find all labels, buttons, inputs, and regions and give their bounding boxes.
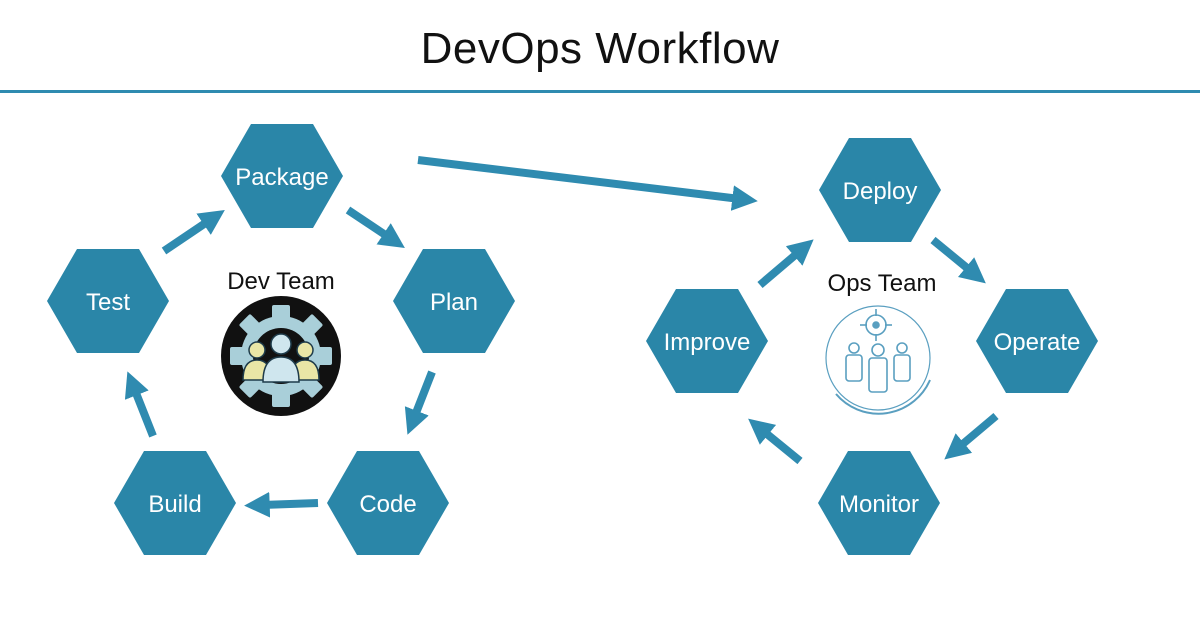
- arrow-monitor-to-improve: [748, 418, 803, 465]
- arrow-dev-to-ops: [417, 156, 758, 211]
- hex-monitor-label: Monitor: [839, 491, 919, 518]
- title-divider: [0, 90, 1200, 93]
- ops-team-label: Ops Team: [828, 270, 937, 297]
- dev-team-gear-people-icon: [221, 296, 341, 416]
- hex-code: Code: [327, 451, 449, 555]
- hex-code-label: Code: [359, 491, 416, 518]
- hex-build-label: Build: [148, 491, 201, 518]
- hex-build: Build: [114, 451, 236, 555]
- arrow-test-to-package: [161, 209, 225, 255]
- hex-package-label: Package: [235, 164, 328, 191]
- dev-team-label: Dev Team: [227, 268, 335, 295]
- hex-deploy-label: Deploy: [843, 178, 918, 205]
- hex-plan-label: Plan: [430, 289, 478, 316]
- hex-improve: Improve: [646, 289, 768, 393]
- arrow-plan-to-code: [404, 370, 436, 435]
- hex-package: Package: [221, 124, 343, 228]
- ops-team-target-people-icon: [825, 305, 931, 415]
- hex-test-label: Test: [86, 289, 130, 316]
- arrow-package-to-plan: [345, 206, 405, 248]
- arrow-build-to-test: [124, 371, 157, 438]
- arrow-code-to-build: [244, 491, 319, 518]
- hex-plan: Plan: [393, 249, 515, 353]
- hex-deploy: Deploy: [819, 138, 941, 242]
- page-title: DevOps Workflow: [420, 24, 780, 73]
- arrow-operate-to-monitor: [944, 412, 999, 460]
- arrow-deploy-to-operate: [930, 236, 986, 284]
- hex-operate: Operate: [976, 289, 1098, 393]
- hex-monitor: Monitor: [818, 451, 940, 555]
- arrow-improve-to-deploy: [757, 239, 814, 289]
- hex-improve-label: Improve: [664, 329, 751, 356]
- hex-operate-label: Operate: [994, 329, 1081, 356]
- hex-test: Test: [47, 249, 169, 353]
